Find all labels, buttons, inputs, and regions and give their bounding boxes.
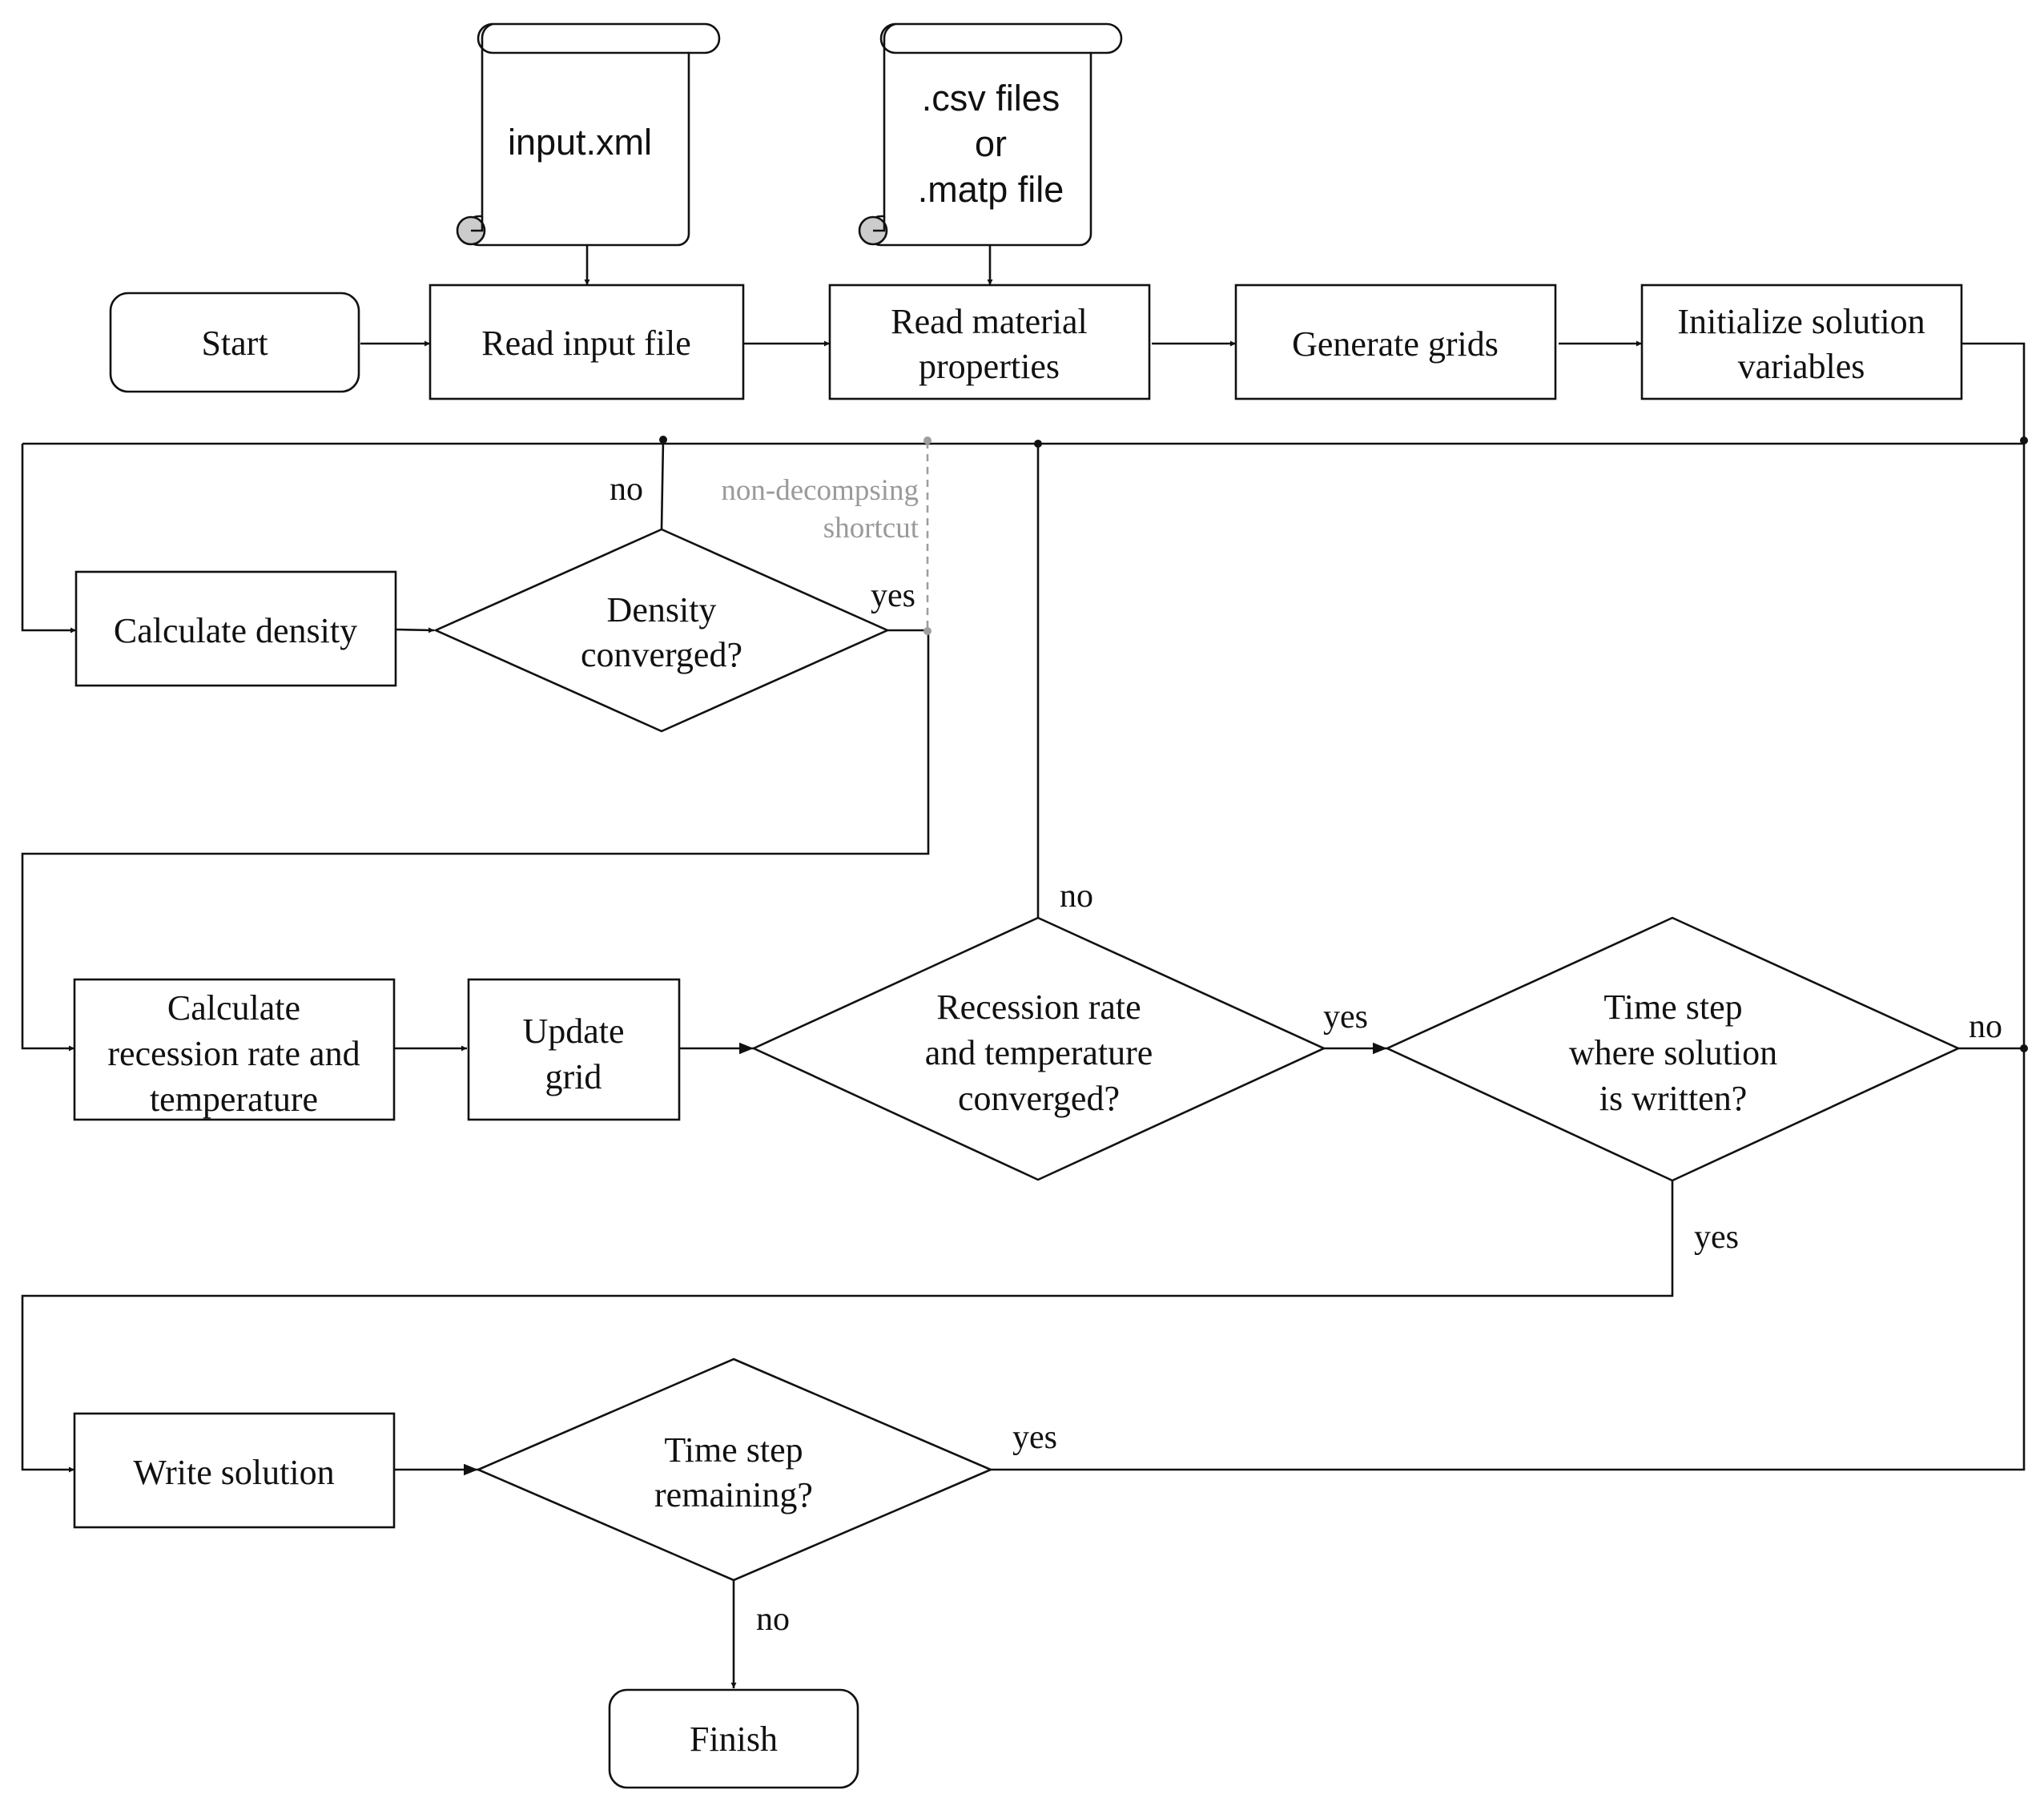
edge-label-remaining-no: no (756, 1601, 790, 1638)
decision-time-step-written: Time step where solution is written? (1384, 916, 1962, 1182)
node-label-line: and temperature (925, 1033, 1153, 1072)
document-input-xml: input.xml (456, 22, 721, 247)
node-label-line: temperature (150, 1080, 318, 1119)
node-label: Start (201, 324, 268, 363)
arrow-written-yes-to-write (21, 1181, 1674, 1473)
process-write-solution: Write solution (73, 1412, 396, 1529)
node-label-line: Density (607, 590, 717, 629)
decision-recession-converged: Recession rate and temperature converged… (750, 916, 1327, 1181)
process-initialize-solution-variables: Initialize solution variables (1640, 284, 1963, 400)
edge-label-remaining-yes: yes (1012, 1419, 1057, 1456)
node-label-line: converged? (958, 1079, 1120, 1118)
process-read-input-file: Read input file (429, 284, 745, 400)
terminal-start: Start (109, 292, 360, 393)
node-label-line: Read material (891, 302, 1088, 341)
document-label-line: or (975, 123, 1007, 164)
edge-label-density-yes: yes (871, 577, 915, 614)
node-label-line: Initialize solution (1677, 302, 1925, 341)
line-remaining-yes (991, 1048, 2026, 1471)
process-generate-grids: Generate grids (1234, 284, 1557, 400)
edge-label-written-yes: yes (1694, 1219, 1739, 1256)
connectors (21, 245, 2028, 1688)
node-label-line: recession rate and (107, 1034, 360, 1073)
line-density-no (660, 439, 665, 530)
node-label-line: converged? (581, 635, 742, 674)
node-label: Calculate density (114, 611, 357, 650)
junction-dot (659, 436, 667, 444)
document-label: input.xml (508, 122, 652, 163)
shortcut-annotation: non-decompsing shortcut (721, 474, 919, 545)
edge-labels: no yes no yes no yes yes no (610, 471, 2002, 1638)
junction-dot (923, 627, 931, 635)
document-label-line: .csv files (922, 78, 1060, 119)
junction-dot (923, 436, 931, 444)
node-label-line: grid (545, 1057, 602, 1096)
arrow-density-to-decision (395, 627, 435, 634)
node-label: Read input file (481, 324, 691, 363)
edge-label-density-no: no (610, 471, 643, 508)
process-calculate-recession-rate: Calculate recession rate and temperature (73, 978, 396, 1121)
process-calculate-density: Calculate density (74, 570, 397, 687)
node-label-line: Time step (1603, 987, 1742, 1027)
node-label-line: is written? (1599, 1079, 1748, 1118)
node-label: Finish (690, 1720, 778, 1759)
edge-label-written-no: no (1969, 1008, 2002, 1045)
junction-dot (1034, 440, 1042, 448)
process-update-grid: Update grid (467, 978, 681, 1121)
node-label-line: where solution (1569, 1033, 1777, 1072)
node-label: Generate grids (1292, 324, 1499, 364)
junction-dot (2020, 436, 2028, 444)
junction-dot (2020, 1044, 2028, 1052)
document-label-line: .matp file (918, 169, 1064, 210)
line-init-to-bus (1962, 342, 2026, 444)
line-written-no (1958, 444, 2026, 1050)
node-label-line: properties (919, 347, 1060, 386)
arrow-density-yes-to-recession (21, 629, 930, 1052)
node-label-line: remaining? (654, 1475, 813, 1514)
arrow-bus-to-density (21, 444, 76, 634)
node-label-line: Update (522, 1012, 624, 1051)
node-label: Write solution (133, 1453, 334, 1492)
node-label-line: variables (1738, 347, 1865, 386)
annotation-line: non-decompsing (721, 474, 919, 507)
process-read-material-properties: Read material properties (828, 284, 1151, 400)
document-material-files: .csv files or .matp file (858, 22, 1123, 247)
decision-density-converged: Density converged? (433, 528, 891, 733)
node-label-line: Calculate (167, 988, 300, 1028)
node-label-line: Time step (664, 1430, 803, 1470)
node-label-line: Recession rate (936, 987, 1141, 1027)
decision-time-step-remaining: Time step remaining? (475, 1358, 994, 1582)
edge-label-recession-no: no (1060, 878, 1093, 915)
terminal-finish: Finish (608, 1688, 859, 1789)
annotation-line: shortcut (823, 512, 919, 545)
edge-label-recession-yes: yes (1323, 999, 1368, 1036)
